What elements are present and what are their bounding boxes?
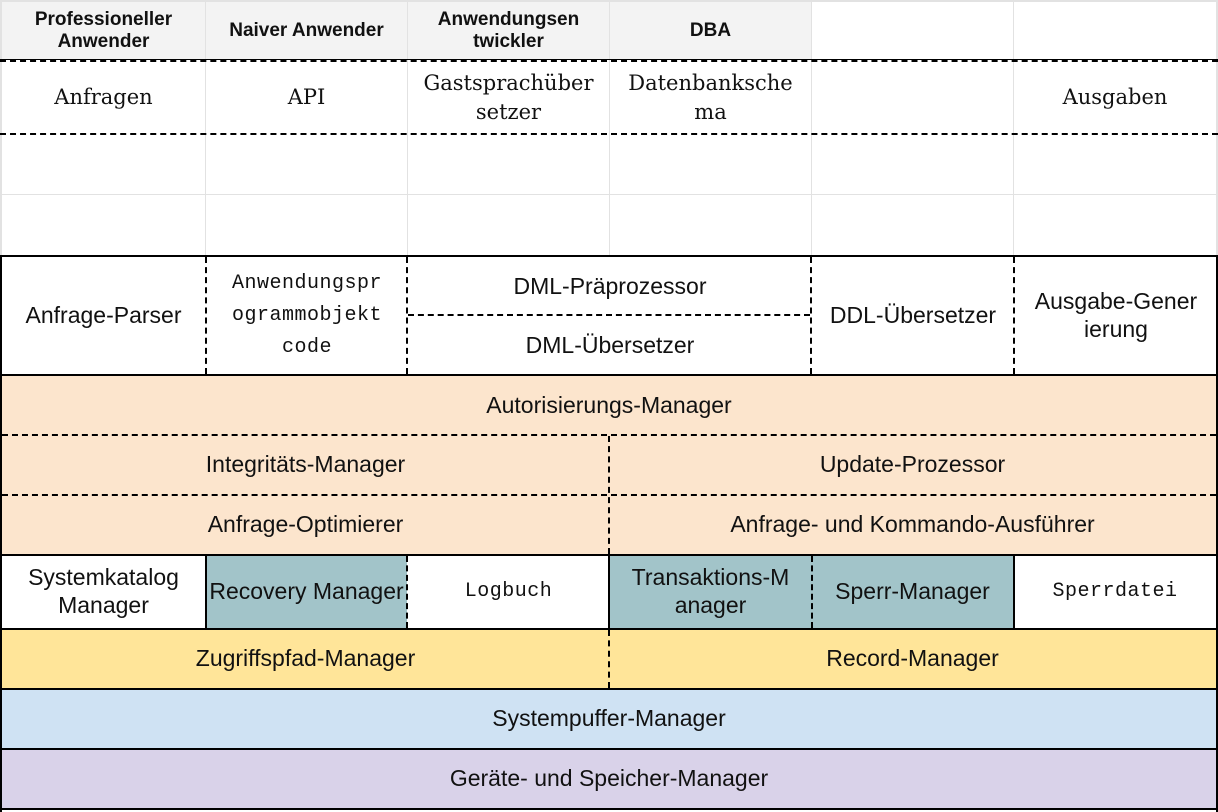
border-line [810,257,812,374]
border-line [0,374,1218,376]
border-line [406,556,408,628]
record-manager: Record-Manager [609,630,1216,688]
border-line [1216,255,1218,812]
header-naiver-anwender: Naiver Anwender [206,2,407,59]
border-line [0,255,2,812]
gridline [205,0,206,256]
border-line [406,257,408,374]
border-line [1013,555,1015,629]
integritaets-manager: Integritäts-Manager [2,435,609,495]
zugriffspfad-manager: Zugriffspfad-Manager [2,630,609,688]
border-line [205,257,207,374]
update-prozessor: Update-Prozessor [609,435,1216,495]
geraete-speicher-manager: Geräte- und Speicher-Manager [2,750,1216,808]
border-line [205,555,207,629]
dml-praeprozessor: DML-Präprozessor [513,272,707,299]
border-line [0,688,1218,690]
border-line [811,556,813,628]
border-line [0,59,1218,60]
input-api: API [287,85,326,110]
systemkatalog-manager: Systemkatalog Manager [2,556,205,628]
anfrage-optimierer: Anfrage-Optimierer [2,495,609,555]
autorisierungs-manager: Autorisierungs-Manager [2,376,1216,435]
dml-uebersetzer: DML-Übersetzer [525,331,695,358]
transaktions-manager: Transaktions-M anager [609,556,812,628]
header-empty [812,2,1013,59]
input-gastsprachuebersetzer: Gastsprachüber setzer [423,70,594,124]
anwendungsprogrammobjektcode: Anwendungspr ogrammobjekt code [231,272,383,359]
header-empty [1014,2,1216,59]
ddl-uebersetzer: DDL-Übersetzer [829,302,997,329]
border-line [0,133,1218,135]
logbuch: Logbuch [408,556,609,628]
border-line [0,748,1218,750]
recovery-manager: Recovery Manager [206,556,407,628]
border-line [0,808,1218,810]
border-line [608,436,610,554]
input-datenbankschema: Datenbanksche ma [628,70,793,124]
header-professioneller-anwender: Professioneller Anwender [2,2,205,59]
header-anwendungsentwickler: Anwendungsen twickler [408,2,609,59]
gridline [1013,0,1014,256]
systempuffer-manager: Systempuffer-Manager [2,690,1216,748]
gridline [1216,0,1218,256]
sperr-manager: Sperr-Manager [812,556,1013,628]
border-line [608,630,610,688]
border-line [0,255,1218,257]
input-anfragen: Anfragen [54,85,153,110]
border-line [1013,257,1015,374]
border-line [0,628,1218,630]
border-line [408,314,810,316]
gridline [0,194,1218,195]
ausgabe-generierung: Ausgabe-Gener ierung [1034,288,1198,342]
output-ausgaben: Ausgaben [1062,85,1168,110]
gridline [609,0,610,256]
anfrage-kommando-ausfuehrer: Anfrage- und Kommando-Ausführer [609,495,1216,555]
gridline [407,0,408,256]
gridline [811,0,812,256]
border-line [608,555,610,629]
sperrdatei: Sperrdatei [1014,556,1216,628]
anfrage-parser: Anfrage-Parser [25,302,182,329]
border-line [0,60,1218,62]
header-dba: DBA [610,2,811,59]
border-line [2,434,1216,436]
